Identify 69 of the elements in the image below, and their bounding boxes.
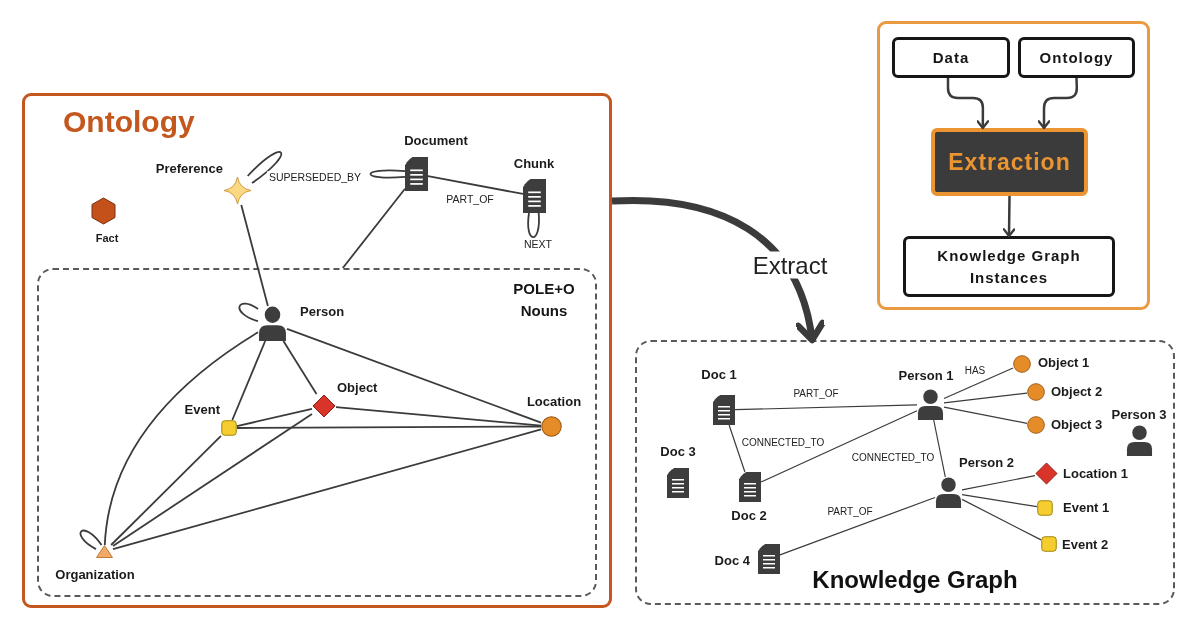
node-label: Doc 4 [714, 553, 750, 569]
node-label: Person [300, 304, 345, 320]
process-box: Knowledge Graph Instances [903, 236, 1115, 297]
self-loop-line [527, 212, 540, 239]
node-label: Object 2 [1051, 384, 1103, 400]
connector-line [961, 498, 1042, 541]
node-label: Object [337, 380, 378, 396]
connector-line [961, 475, 1036, 491]
node-label: Chunk [513, 156, 555, 172]
node-label: Location 1 [1063, 466, 1128, 482]
edge-label: CONNECTED_TO [849, 450, 937, 464]
connector-line [779, 496, 936, 556]
connector-line [286, 328, 542, 424]
node-label: Event [184, 402, 220, 418]
connector-line [943, 367, 1014, 400]
connector-line [112, 428, 542, 550]
node-label: Object 1 [1038, 355, 1090, 371]
connector-line [236, 425, 542, 429]
panel-title: Ontology [63, 104, 195, 140]
edge-label: PART_OF [444, 193, 496, 207]
self-loop-line [246, 151, 283, 184]
node-label: Person 2 [959, 455, 1014, 471]
node-label: Fact [95, 231, 119, 245]
connector-line [240, 204, 269, 307]
connector-line [236, 407, 313, 427]
arrow [1002, 196, 1016, 238]
connector-line [231, 340, 267, 421]
node-label: Event 2 [1062, 537, 1109, 553]
highlighted-process-box: Extraction [931, 128, 1088, 196]
edge-label: SUPERSEDED_BY [266, 171, 364, 185]
process-box: Data [892, 37, 1010, 78]
edge-label: PART_OF [825, 504, 875, 518]
connector-line [943, 406, 1028, 424]
edge-label: PART_OF [791, 386, 841, 400]
connector-line [734, 404, 918, 411]
connector-line [427, 175, 524, 195]
connector-line [335, 406, 542, 427]
connector-line [103, 331, 259, 546]
curved-arrow [611, 197, 825, 344]
edge-label: HAS [962, 363, 988, 377]
node-label: Person 1 [898, 368, 954, 384]
connector-line [341, 187, 406, 269]
connector-line [933, 419, 946, 478]
group-title: POLE+O Nouns [512, 279, 576, 321]
process-box: Ontology [1018, 37, 1135, 78]
node-label: Document [404, 133, 468, 149]
node-label: Object 3 [1051, 417, 1103, 433]
node-label: Organization [55, 567, 135, 583]
connector-line [282, 340, 318, 395]
connector-line [961, 494, 1038, 508]
node-label: Event 1 [1063, 500, 1110, 516]
connector-line [760, 410, 918, 483]
connector-line [728, 424, 746, 473]
node-label: Person 3 [1111, 407, 1167, 423]
node-label: Preference [155, 161, 223, 177]
connector-line [943, 392, 1028, 404]
edge-label: CONNECTED_TO [739, 435, 827, 449]
node-label: Doc 3 [660, 444, 696, 460]
node-label: Doc 1 [701, 367, 737, 383]
connector-line [112, 413, 313, 547]
connector-line [110, 435, 222, 546]
dashed-group-box [37, 268, 597, 597]
process-panel [877, 21, 1150, 310]
group-title: Knowledge Graph [811, 566, 1019, 594]
self-loop-line [369, 169, 406, 179]
node-label: Doc 2 [731, 508, 767, 524]
self-loop-line [238, 302, 259, 323]
self-loop-line [79, 529, 103, 550]
node-label: Location [526, 394, 582, 410]
